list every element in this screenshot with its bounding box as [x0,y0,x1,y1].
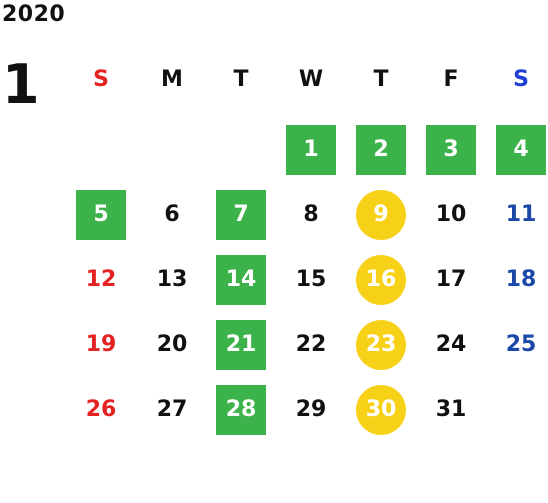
day-cell[interactable]: 24 [435,332,467,357]
day-cell[interactable]: 18 [505,267,537,292]
day-cell[interactable]: 26 [85,397,117,422]
calendar-year: 2020 [2,2,66,27]
day-cell[interactable]: 19 [85,332,117,357]
day-cell[interactable]: 14 [216,255,266,305]
day-cell[interactable]: 11 [505,202,537,227]
day-cell[interactable]: 17 [435,267,467,292]
weekday-saturday: S [513,67,529,92]
day-cell[interactable]: 22 [295,332,327,357]
weekday-friday: F [443,67,459,92]
day-cell[interactable]: 29 [295,397,327,422]
day-cell[interactable]: 8 [303,202,319,227]
weekday-wednesday: W [298,67,324,92]
day-cell[interactable]: 5 [76,190,126,240]
day-cell[interactable]: 10 [435,202,467,227]
day-cell[interactable]: 23 [356,320,406,370]
calendar-month: 1 [2,53,40,116]
day-cell[interactable]: 16 [356,255,406,305]
day-cell[interactable]: 4 [496,125,546,175]
weekday-sunday: S [93,67,109,92]
day-cell[interactable]: 1 [286,125,336,175]
day-cell[interactable]: 31 [435,397,467,422]
day-cell[interactable]: 27 [156,397,188,422]
day-cell[interactable]: 3 [426,125,476,175]
day-cell[interactable]: 28 [216,385,266,435]
day-cell[interactable]: 30 [356,385,406,435]
day-cell[interactable]: 12 [85,267,117,292]
day-cell[interactable]: 25 [505,332,537,357]
day-cell[interactable]: 20 [156,332,188,357]
day-cell[interactable]: 2 [356,125,406,175]
day-cell[interactable]: 21 [216,320,266,370]
day-cell[interactable]: 6 [164,202,180,227]
day-cell[interactable]: 7 [216,190,266,240]
weekday-tuesday: T [233,67,249,92]
day-cell[interactable]: 9 [356,190,406,240]
day-cell[interactable]: 13 [156,267,188,292]
day-cell[interactable]: 15 [295,267,327,292]
weekday-monday: M [161,67,183,92]
weekday-thursday: T [373,67,389,92]
